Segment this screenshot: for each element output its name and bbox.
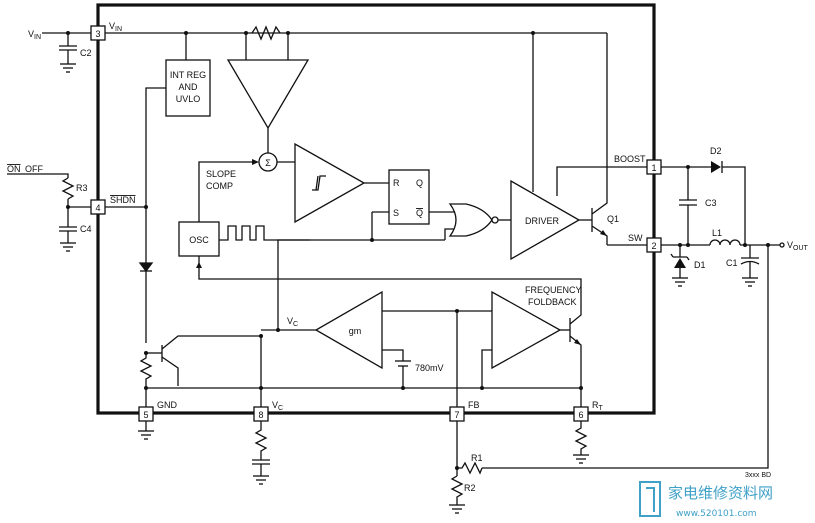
gm-amplifier — [314, 290, 383, 370]
svg-text:DRIVER: DRIVER — [525, 216, 560, 226]
rt-label: RT — [592, 400, 604, 412]
svg-text:R: R — [393, 178, 400, 188]
l1-label: L1 — [712, 228, 722, 238]
osc-block — [178, 221, 220, 257]
r2-label: R2 — [464, 483, 476, 493]
svg-text:OSC: OSC — [189, 235, 209, 245]
svg-text:1: 1 — [651, 163, 656, 173]
drawing-code: 3xxx BD — [745, 472, 771, 479]
gnd-label: GND — [157, 400, 178, 410]
clock-waveform — [219, 225, 270, 241]
svg-text:www.520101.com: www.520101.com — [676, 509, 757, 519]
svg-text:gm: gm — [349, 326, 362, 336]
current-sense-amp — [226, 59, 310, 130]
svg-text:S: S — [393, 208, 399, 218]
c3-label: C3 — [705, 198, 717, 208]
svg-text:8: 8 — [258, 410, 263, 420]
q1-label: Q1 — [607, 214, 619, 224]
pwm-comparator — [294, 142, 366, 224]
vc-int-label: VC — [287, 316, 298, 328]
d2-label: D2 — [710, 146, 722, 156]
watermark: 家电维修资料网 www.520101.com — [639, 481, 773, 519]
svg-text:UVLO: UVLO — [176, 94, 201, 104]
svg-text:Q: Q — [416, 208, 423, 218]
vout-label: VOUT — [787, 240, 809, 252]
inductor-l1 — [709, 239, 741, 246]
svg-text:COMP: COMP — [206, 181, 233, 191]
svg-text:4: 4 — [95, 203, 100, 213]
svg-text:Q: Q — [416, 178, 423, 188]
svg-text:Σ: Σ — [265, 158, 271, 168]
c1-label: C1 — [726, 258, 738, 268]
off-label: OFF — [25, 164, 43, 174]
sw-label: SW — [628, 233, 643, 243]
driver-block — [510, 179, 581, 261]
vin-ext-label: VIN — [28, 29, 41, 41]
svg-text:家电维修资料网: 家电维修资料网 — [668, 484, 773, 502]
svg-text:AND: AND — [178, 82, 198, 92]
ref-780mv: 780mV — [415, 363, 444, 373]
r1-label: R1 — [471, 453, 483, 463]
vc-pin-label: VC — [272, 400, 283, 412]
fb-label: FB — [468, 400, 480, 410]
c2-label: C2 — [80, 48, 92, 58]
svg-text:7: 7 — [454, 410, 459, 420]
c4-label: C4 — [80, 224, 92, 234]
int-reg-uvlo-block — [165, 59, 211, 117]
nor-gate — [448, 203, 493, 237]
frequency-foldback-amp — [491, 290, 562, 370]
r3-label: R3 — [76, 183, 88, 193]
svg-text:6: 6 — [578, 410, 583, 420]
shdn-label: SHDN — [110, 195, 136, 205]
d1-label: D1 — [694, 260, 706, 270]
slope-comp-label: SLOPE — [206, 169, 236, 179]
svg-text:INT REG: INT REG — [170, 70, 206, 80]
boost-label: BOOST — [614, 154, 646, 164]
vin-pin-label: VIN — [109, 21, 122, 33]
rs-flip-flop — [388, 169, 430, 225]
svg-text:FOLDBACK: FOLDBACK — [528, 297, 577, 307]
svg-text:3: 3 — [95, 29, 100, 39]
svg-text:5: 5 — [143, 410, 148, 420]
svg-text:2: 2 — [651, 241, 656, 251]
freq-foldback-label: FREQUENCY — [525, 285, 582, 295]
on-label: ON — [7, 164, 21, 174]
